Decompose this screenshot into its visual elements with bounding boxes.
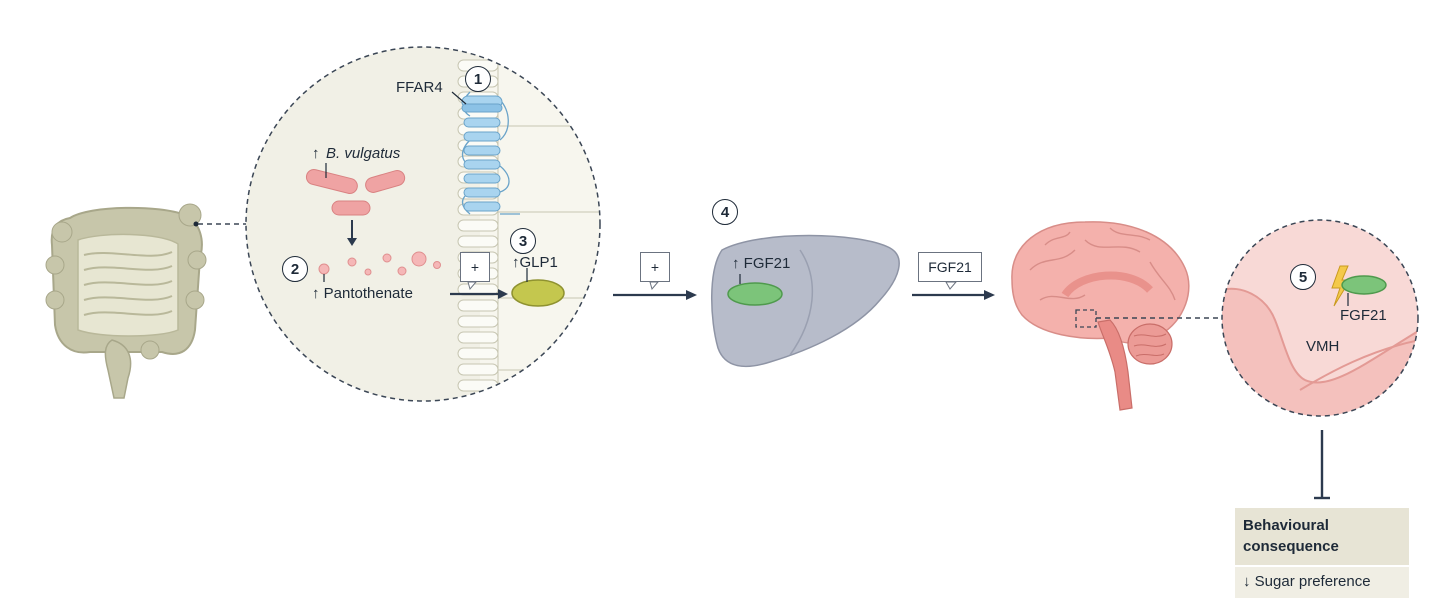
- step-3-marker: 3: [510, 228, 536, 254]
- glp1-l-cell: [511, 279, 565, 307]
- tag-pointer-gut: [467, 281, 478, 291]
- pantothenate-molecules: [318, 251, 441, 276]
- fgf21-signal-tag: FGF21: [918, 252, 982, 282]
- ffar4-label: FFAR4: [396, 79, 443, 96]
- fgf21-hepatocyte: [727, 282, 783, 306]
- behavioural-consequence-box: Behavioural consequence ↓ Sugar preferen…: [1235, 508, 1409, 598]
- behavioural-consequence-title: Behavioural consequence: [1235, 508, 1409, 565]
- b-vulgatus-label: B. vulgatus: [326, 145, 401, 162]
- pantothenate-to-glp1-arrow: [450, 289, 508, 299]
- ffar4-receptor: [461, 91, 520, 215]
- intestine-illustration: [45, 203, 207, 399]
- glp1-label: ↑GLP1: [512, 254, 558, 271]
- fgf21-liver-label: ↑ FGF21: [732, 255, 791, 272]
- bacteria-to-pantothenate-arrow: [347, 220, 357, 246]
- b-vulgatus-arrow: ↑: [312, 145, 320, 162]
- step-2-marker: 2: [282, 256, 308, 282]
- sugar-preference-effect: ↓ Sugar preference: [1235, 567, 1409, 598]
- pantothenate-label: ↑ Pantothenate: [312, 285, 413, 302]
- step-4-marker: 4: [712, 199, 738, 225]
- brain-illustration: [1011, 221, 1190, 411]
- plus-tag-liver: +: [640, 252, 670, 282]
- vmh-label: VMH: [1306, 338, 1340, 355]
- liver-illustration: [710, 234, 900, 368]
- step-1-marker: 1: [465, 66, 491, 92]
- b-vulgatus-bacteria: [305, 169, 406, 216]
- inhibition-arrow: [1314, 430, 1330, 500]
- step-5-marker: 5: [1290, 264, 1316, 290]
- brain-zoom-circle: [1221, 219, 1419, 417]
- activation-bolt-icon: [1331, 265, 1351, 307]
- liver-to-brain-arrow: [912, 290, 995, 300]
- fgf21-vmh-neuron: [1341, 275, 1387, 295]
- fgf21-brain-label: FGF21: [1340, 307, 1387, 324]
- tag-pointer-fgf21: [945, 281, 958, 290]
- tag-pointer-liver: [649, 281, 660, 291]
- gut-to-liver-arrow: [613, 290, 697, 300]
- plus-tag-gut: +: [460, 252, 490, 282]
- ffar4-leader-line: [451, 91, 467, 105]
